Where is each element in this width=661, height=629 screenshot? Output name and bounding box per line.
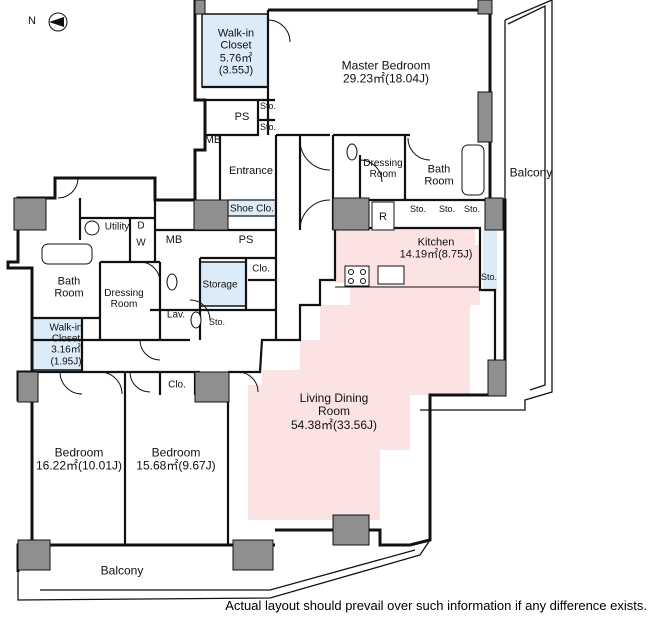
d-label: D (137, 220, 145, 232)
walkin-top-jo: (3.55J) (218, 64, 254, 77)
basin-lav (190, 311, 202, 329)
dressing-left-name: Dressing (104, 287, 144, 299)
refrigerator (371, 201, 395, 231)
bathtub-left (41, 243, 93, 265)
sto-k2-label: Sto. (438, 203, 456, 214)
ps-mid-label: PS (238, 233, 254, 246)
balcony-bottom-label: Balcony (100, 563, 144, 578)
washer (84, 220, 100, 236)
master-bedroom-label: Master Bedroom 29.23㎡(18.04J) (341, 58, 431, 87)
sto-a-label: Sto. (259, 100, 277, 111)
sto-k1-label: Sto. (409, 203, 427, 214)
dressing-left-name2: Room (110, 299, 138, 310)
stove (344, 265, 370, 287)
balcony-right-label: Balcony (509, 165, 553, 180)
balcony-right-outline (420, 0, 553, 411)
bath-top-name2: Room (424, 176, 454, 188)
kitchen-name: Kitchen (417, 236, 455, 249)
walkin-left-name: Walk-in (49, 322, 83, 334)
bedroom-1-label: Bedroom 16.22㎡(10.01J) (35, 445, 123, 474)
walkin-left-area: 3.16㎡ (51, 345, 81, 356)
walkin-left-jo: (1.95J) (50, 356, 82, 368)
living-name: Living Dining (299, 390, 369, 405)
bed1-area: 16.22㎡(10.01J) (35, 459, 123, 473)
refrigerator-label: R (379, 210, 387, 223)
walkin-closet-left-area (31, 317, 83, 371)
utility-label: Utility (104, 221, 130, 233)
dressing-top-label: Dressing Room (363, 158, 402, 180)
dressing-left-label: Dressing Room (104, 288, 143, 310)
toilet-lav (166, 273, 178, 291)
walkin-closet-top-area (201, 13, 269, 88)
storage-area (199, 261, 247, 307)
lav-label: Lav. (166, 309, 186, 321)
bathtub-top (461, 144, 485, 196)
compass: N (28, 8, 72, 41)
bedroom-2-label: Bedroom 15.68㎡(9.67J) (136, 445, 216, 474)
living-dining-label: Living Dining Room 54.38㎡(33.56J) (290, 390, 378, 432)
sto-lav-label: Sto. (208, 316, 226, 327)
dressing-top-name: Dressing (363, 157, 403, 169)
bath-top-label: Bath Room (424, 164, 453, 189)
sink (377, 265, 405, 285)
sto-b-label: Sto. (259, 121, 277, 132)
mb-top-label: MB (204, 133, 222, 146)
sto-k3-label: Sto. (463, 203, 481, 214)
bath-left-label: Bath Room (54, 276, 83, 301)
interior-walls (32, 10, 497, 545)
master-area: 29.23㎡(18.04J) (342, 72, 430, 86)
bath-left-name2: Room (54, 288, 84, 300)
mb-mid-label: MB (165, 233, 183, 246)
compass-icon (48, 12, 68, 32)
clo-mid-label: Clo. (252, 263, 270, 275)
walkin-top-name: Walk-in (217, 27, 255, 40)
structural-columns (13, 0, 507, 571)
walkin-top-area: 5.76㎡ (219, 52, 253, 64)
entrance-label: Entrance (228, 164, 274, 177)
living-name2: Room (317, 404, 350, 419)
bath-left-name: Bath (57, 275, 81, 288)
bed1-name: Bedroom (54, 445, 104, 460)
walkin-closet-top-label: Walk-in Closet 5.76㎡ (3.55J) (218, 27, 254, 76)
ps-top-label: PS (234, 110, 250, 123)
walkin-top-name2: Closet (220, 39, 252, 52)
sto-k4-label: Sto. (480, 271, 498, 282)
walkin-closet-left-label: Walk-in Closet 3.16㎡ (1.95J) (50, 323, 83, 368)
utility-shower (483, 230, 497, 292)
master-name: Master Bedroom (341, 58, 431, 73)
storage-label: Storage (202, 279, 238, 291)
toilet-dressing (346, 143, 358, 161)
bed2-name: Bedroom (151, 445, 201, 460)
living-area: 54.38㎡(33.56J) (290, 417, 378, 432)
kitchen-label: Kitchen 14.19㎡(8.75J) (400, 237, 473, 262)
door-swings (57, 19, 431, 395)
living-dining-area (248, 245, 480, 520)
balcony-bottom-outline (17, 539, 431, 601)
dressing-top-name2: Room (369, 169, 397, 180)
north-label: N (28, 15, 36, 27)
clo-bed-label: Clo. (168, 379, 186, 391)
bed2-area: 15.68㎡(9.67J) (136, 459, 216, 473)
disclaimer-footnote: Actual layout should prevail over such i… (225, 598, 647, 613)
bath-top-name: Bath (427, 163, 451, 176)
fixtures (41, 143, 485, 329)
walkin-left-name2: Closet (51, 333, 81, 345)
kitchen-area: 14.19㎡(8.75J) (399, 249, 473, 261)
w-label: W (136, 237, 146, 249)
shoe-closet-label: Shoe Clo. (230, 203, 274, 215)
